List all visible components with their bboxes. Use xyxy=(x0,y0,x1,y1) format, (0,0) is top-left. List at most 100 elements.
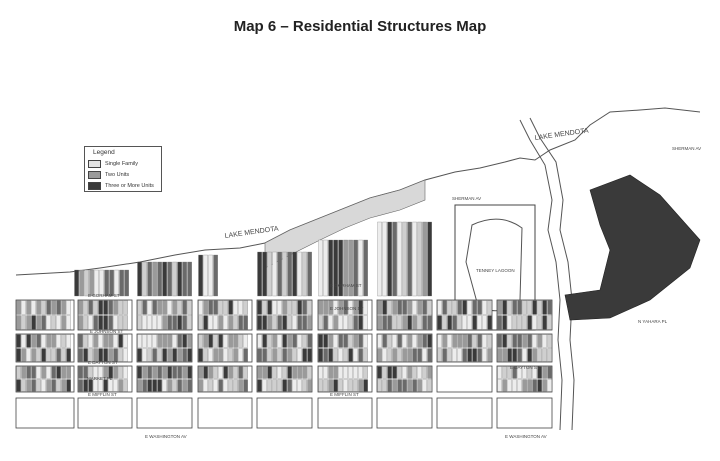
parcel xyxy=(517,334,522,348)
parcel xyxy=(172,348,177,362)
parcel xyxy=(417,334,422,348)
parcel xyxy=(203,348,208,362)
parcel xyxy=(262,334,267,348)
parcel xyxy=(462,300,467,315)
parcel xyxy=(238,315,243,330)
parcel xyxy=(113,334,118,348)
parcel xyxy=(228,379,233,392)
parcel xyxy=(282,315,287,330)
city-block xyxy=(496,397,553,429)
parcel xyxy=(267,334,272,348)
parcel xyxy=(21,379,26,392)
parcel xyxy=(507,379,512,392)
parcel xyxy=(512,348,517,362)
parcel xyxy=(507,366,512,379)
parcel xyxy=(51,348,56,362)
parcel xyxy=(363,315,368,330)
street-label-sherman: SHERMAN AV xyxy=(452,196,481,201)
parcel xyxy=(497,315,502,330)
parcel xyxy=(16,366,21,379)
parcel xyxy=(302,379,307,392)
parcel xyxy=(353,315,358,330)
parcel xyxy=(537,315,542,330)
parcel xyxy=(262,300,267,315)
parcel xyxy=(502,366,507,379)
parcel xyxy=(113,379,118,392)
parcel xyxy=(382,379,387,392)
city-block xyxy=(197,397,253,429)
parcel xyxy=(61,334,66,348)
parcel xyxy=(26,315,31,330)
parcel xyxy=(387,348,392,362)
parcel xyxy=(108,348,113,362)
parcel xyxy=(108,334,113,348)
parcel xyxy=(517,348,522,362)
parcel xyxy=(83,348,88,362)
parcel xyxy=(198,334,203,348)
parcel xyxy=(218,348,223,362)
parcel xyxy=(277,348,282,362)
lakefront-strip xyxy=(264,179,426,269)
parcel xyxy=(407,366,412,379)
parcel xyxy=(233,300,238,315)
parcel xyxy=(442,300,447,315)
parcel xyxy=(182,366,187,379)
parcel xyxy=(318,348,323,362)
parcel xyxy=(142,300,147,315)
parcel xyxy=(323,334,328,348)
parcel xyxy=(208,300,213,315)
parcel xyxy=(198,254,203,297)
parcel xyxy=(83,300,88,315)
parcel xyxy=(343,348,348,362)
parcel xyxy=(392,315,397,330)
parcel xyxy=(41,334,46,348)
parcel xyxy=(123,379,128,392)
parcel xyxy=(162,366,167,379)
parcel xyxy=(437,315,442,330)
parcel xyxy=(213,254,218,297)
parcel xyxy=(348,239,353,297)
parcel xyxy=(343,315,348,330)
parcel xyxy=(26,366,31,379)
parcel xyxy=(297,348,302,362)
parcel xyxy=(21,366,26,379)
parcel xyxy=(507,315,512,330)
parcel xyxy=(21,334,26,348)
parcel xyxy=(307,379,312,392)
parcel xyxy=(113,300,118,315)
parcel xyxy=(46,315,51,330)
parcel xyxy=(98,334,103,348)
parcel xyxy=(387,300,392,315)
parcel xyxy=(302,315,307,330)
parcel xyxy=(61,315,66,330)
parcel xyxy=(228,334,233,348)
legend-title: Legend xyxy=(93,149,115,156)
parcel xyxy=(482,300,487,315)
parcel xyxy=(457,334,462,348)
parcel xyxy=(512,366,517,379)
parcel xyxy=(177,334,182,348)
parcel xyxy=(257,334,262,348)
parcel xyxy=(532,300,537,315)
parcel xyxy=(233,379,238,392)
city-block xyxy=(436,397,493,429)
parcel xyxy=(363,239,368,297)
parcel xyxy=(502,300,507,315)
parcel xyxy=(472,300,477,315)
parcel xyxy=(31,348,36,362)
parcel xyxy=(233,348,238,362)
parcel xyxy=(16,315,21,330)
street-label-yahara: N YAHARA PL xyxy=(638,319,668,324)
parcel xyxy=(387,379,392,392)
parcel xyxy=(79,269,84,297)
parcel xyxy=(282,334,287,348)
street-label-sherman-e: SHERMAN AV xyxy=(672,146,701,151)
parcel xyxy=(407,334,412,348)
parcel xyxy=(83,315,88,330)
parcel xyxy=(16,379,21,392)
parcel xyxy=(417,366,422,379)
city-block xyxy=(436,365,493,393)
parcel xyxy=(267,315,272,330)
parcel xyxy=(547,379,552,392)
parcel xyxy=(338,379,343,392)
